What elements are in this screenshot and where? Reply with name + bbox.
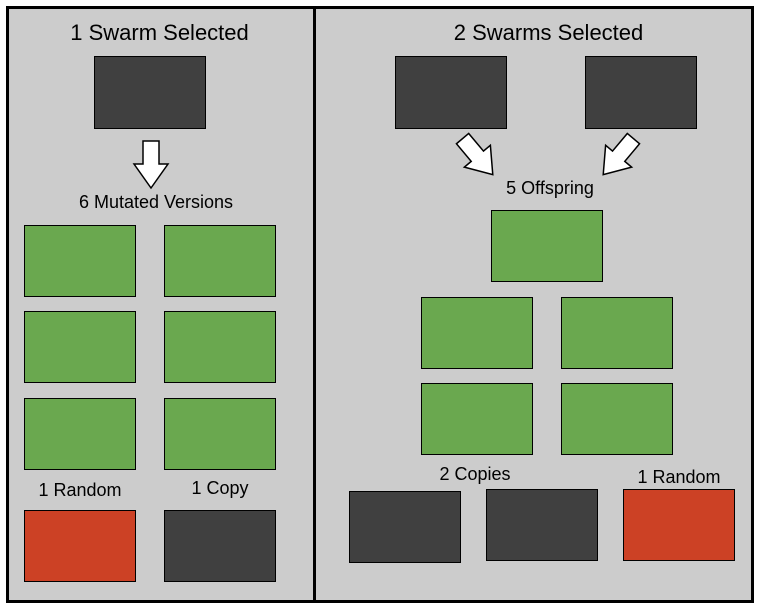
mutated-version-box — [24, 311, 136, 383]
copy-swarm-box — [164, 510, 276, 582]
copy-label: 1 Copy — [191, 478, 249, 498]
right-random-label: 1 Random — [637, 467, 721, 487]
selected-swarm-box — [585, 56, 697, 129]
selected-swarm-box — [395, 56, 507, 129]
copy-swarm-box — [486, 489, 598, 561]
diagonal-arrow-right-icon — [455, 132, 494, 176]
copies-label: 2 Copies — [439, 464, 511, 484]
right-panel-title: 2 Swarms Selected — [453, 20, 644, 45]
offspring-box — [421, 383, 533, 455]
mutated-version-box — [164, 225, 276, 297]
left-random-label: 1 Random — [38, 480, 122, 500]
left-panel-title: 1 Swarm Selected — [70, 20, 249, 45]
mutated-version-box — [24, 398, 136, 470]
random-swarm-box — [623, 489, 735, 561]
offspring-box — [561, 383, 673, 455]
offspring-box — [421, 297, 533, 369]
down-arrow-icon — [132, 140, 170, 190]
mutated-version-box — [164, 398, 276, 470]
mutated-versions-label: 6 Mutated Versions — [78, 192, 234, 212]
selected-swarm-box — [94, 56, 206, 129]
offspring-box — [561, 297, 673, 369]
diagonal-arrow-left-icon — [602, 132, 641, 176]
copy-swarm-box — [349, 491, 461, 563]
panel-divider — [313, 6, 316, 603]
random-swarm-box — [24, 510, 136, 582]
mutated-version-box — [164, 311, 276, 383]
offspring-label: 5 Offspring — [506, 178, 594, 198]
offspring-box — [491, 210, 603, 282]
mutated-version-box — [24, 225, 136, 297]
